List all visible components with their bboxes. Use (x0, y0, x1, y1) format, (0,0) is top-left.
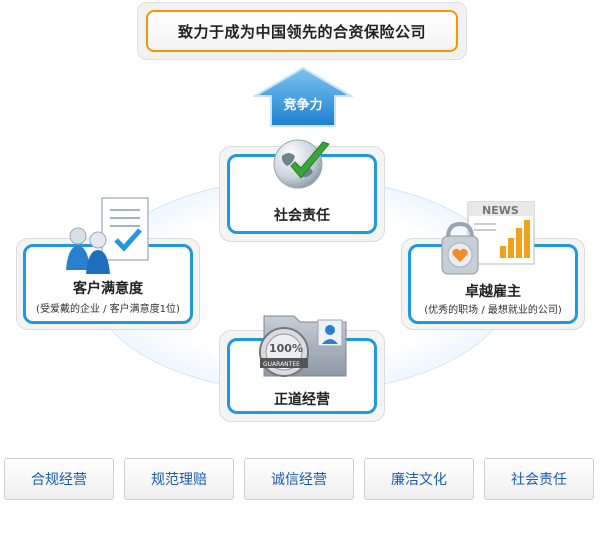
card-employer-label: 卓越雇主 (465, 284, 521, 300)
card-operation-label: 正道经营 (274, 392, 330, 408)
button-clean-culture[interactable]: 廉洁文化 (364, 458, 474, 500)
banner-title: 致力于成为中国领先的合资保险公司 (146, 10, 458, 52)
news-heart-icon: NEWS (441, 201, 535, 275)
card-customer-label: 客户满意度 (73, 281, 143, 297)
card-social-label: 社会责任 (274, 208, 330, 224)
news-text: NEWS (482, 204, 519, 217)
seal-band-text: GUARANTEE (263, 361, 300, 368)
customers-document-icon (66, 197, 149, 274)
arrow-label: 竞争力 (283, 98, 323, 113)
button-social-responsibility[interactable]: 社会责任 (484, 458, 594, 500)
button-integrity[interactable]: 诚信经营 (244, 458, 354, 500)
guarantee-folder-icon: 100% GUARANTEE (259, 315, 347, 377)
button-claims[interactable]: 规范理赔 (124, 458, 234, 500)
seal-percent-text: 100% (269, 342, 303, 355)
globe-check-icon (273, 139, 330, 189)
card-employer-sub: (优秀的职场 / 最想就业的公司) (424, 305, 562, 316)
up-arrow-icon (253, 66, 353, 127)
card-customer-sub: (受爱戴的企业 / 客户满意度1位) (36, 304, 180, 315)
button-compliance[interactable]: 合规经营 (4, 458, 114, 500)
